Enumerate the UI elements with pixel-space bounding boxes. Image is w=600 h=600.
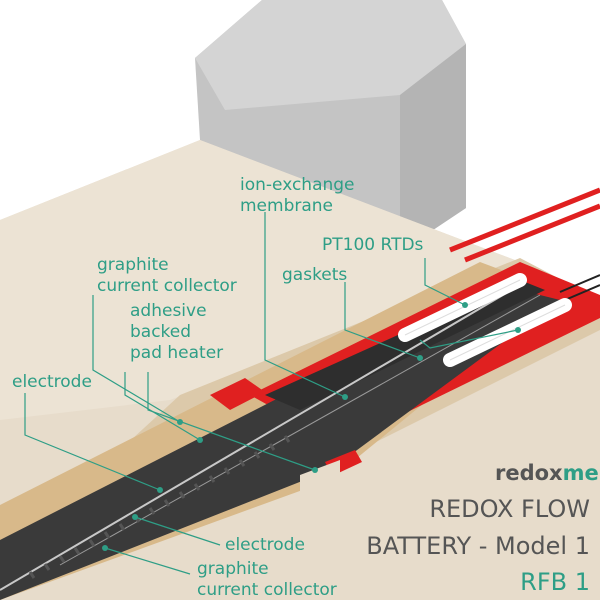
cell-stack xyxy=(0,258,600,600)
rtds-label: PT100 RTDs xyxy=(322,235,424,255)
title-line1: REDOX FLOW xyxy=(429,495,590,523)
leader-lines xyxy=(24,212,521,575)
membrane-label-line2: membrane xyxy=(240,196,333,216)
collector-bottom-label-line1: graphite xyxy=(197,559,269,579)
membrane-label-line1: ion-exchange xyxy=(240,175,355,195)
collector-top-label-line2: current collector xyxy=(97,276,237,296)
heater-label-line1: adhesive xyxy=(130,301,207,321)
title-line2: BATTERY - Model 1 xyxy=(366,532,590,560)
collector-top-label-line1: graphite xyxy=(97,255,169,275)
electrode-left-label: electrode xyxy=(12,372,92,392)
model-label: RFB 1 xyxy=(520,568,590,596)
collector-bottom-label-line2: current collector xyxy=(197,580,337,600)
electrode-bottom-label: electrode xyxy=(225,535,305,555)
branding: redoxme REDOX FLOW BATTERY - Model 1 RFB… xyxy=(366,461,599,596)
callout-labels: ion-exchange membrane PT100 RTDs gaskets… xyxy=(12,175,424,600)
gaskets-label: gaskets xyxy=(282,265,347,285)
gray-block xyxy=(195,0,466,252)
heater-label-line2: backed xyxy=(130,322,191,342)
heater-label-line3: pad heater xyxy=(130,343,223,363)
brand-logo: redoxme xyxy=(495,461,599,485)
red-wires xyxy=(449,187,600,301)
